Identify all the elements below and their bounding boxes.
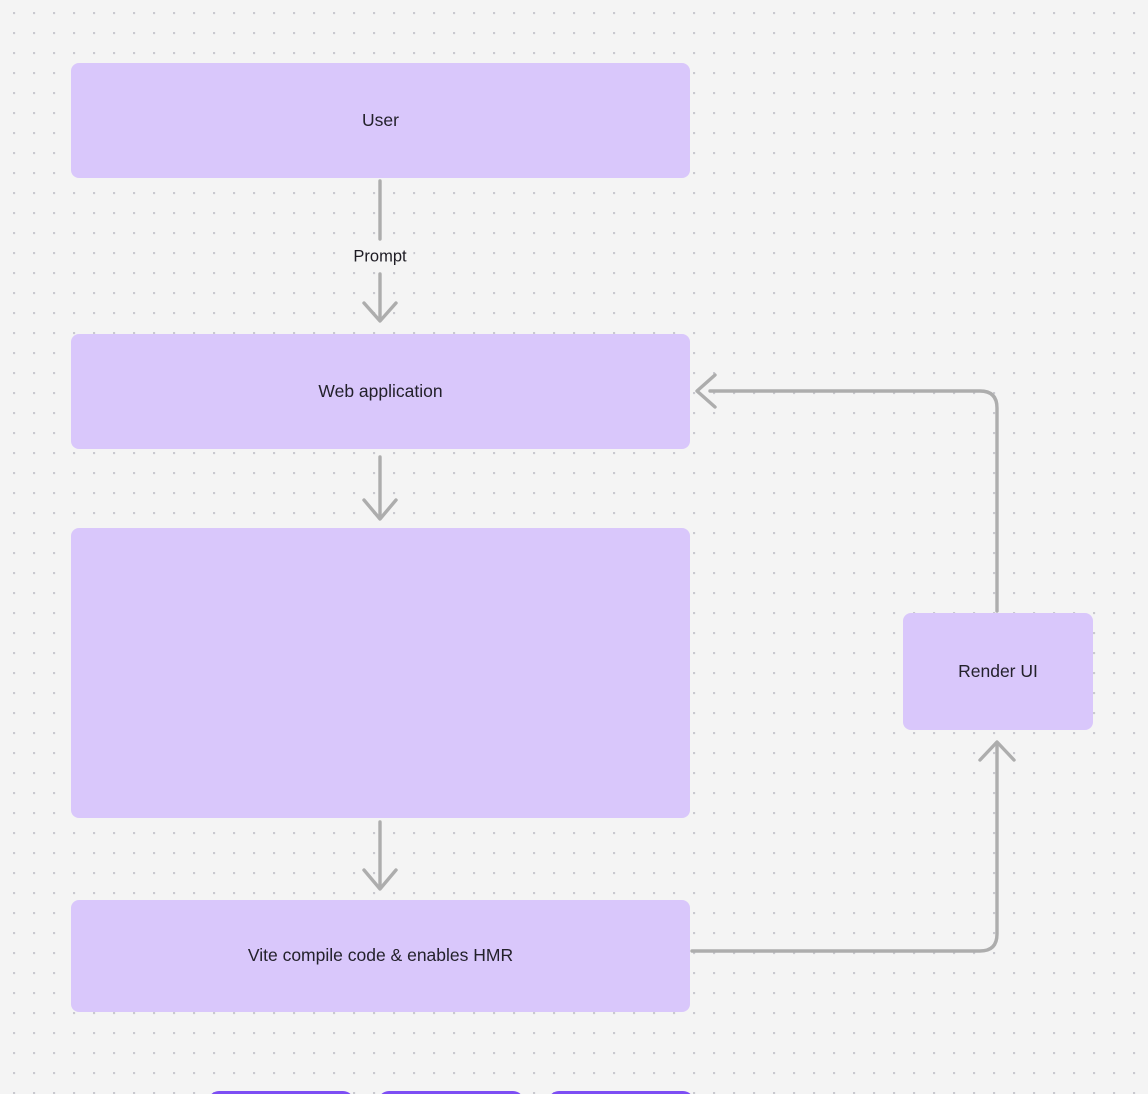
- edge-label-prompt: Prompt: [346, 245, 414, 269]
- node-vite[interactable]: Vite compile code & enables HMR: [71, 900, 690, 1012]
- node-vite-label: Vite compile code & enables HMR: [247, 945, 514, 966]
- chip-html[interactable]: HTML = structure: [208, 1091, 354, 1094]
- chip-css[interactable]: CSS = Styles & Layouts: [378, 1091, 524, 1094]
- node-web-application[interactable]: Web application: [71, 334, 690, 449]
- edge-webapp-to-components: [362, 455, 398, 521]
- node-web-application-label: Web application: [318, 380, 443, 401]
- node-render-ui[interactable]: Render UI: [903, 613, 1093, 730]
- node-user-label: User: [362, 109, 399, 130]
- edge-vite-to-render: [690, 740, 1016, 953]
- node-react-components[interactable]: HTML = structure CSS = Styles & Layouts …: [71, 528, 694, 1094]
- node-user[interactable]: User: [71, 63, 690, 178]
- edge-render-to-webapp: [695, 373, 999, 613]
- node-render-ui-label: Render UI: [958, 660, 1038, 681]
- chip-javascript[interactable]: Javascript = Interactivity: [548, 1091, 694, 1094]
- edge-components-to-vite: [362, 820, 398, 891]
